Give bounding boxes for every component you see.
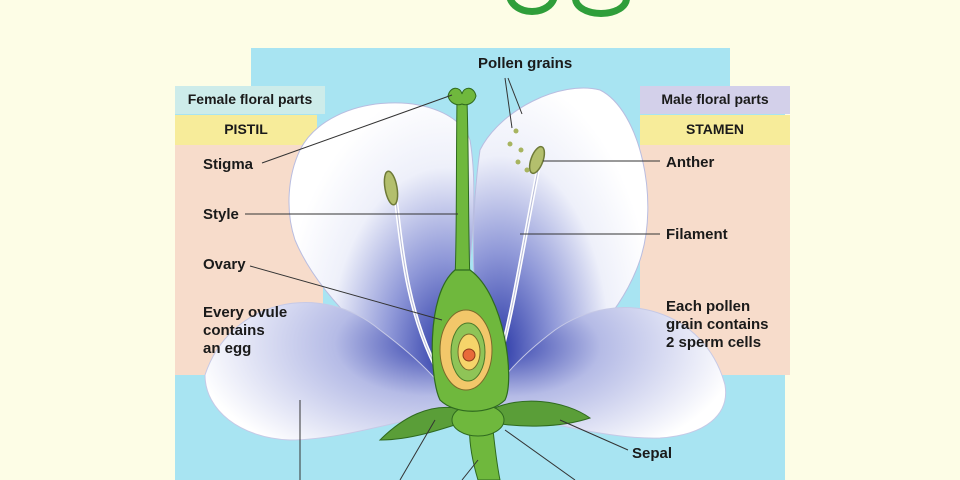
egg-cell bbox=[462, 348, 476, 362]
style bbox=[454, 99, 471, 281]
corner-white bbox=[175, 48, 251, 86]
corner-white bbox=[730, 48, 785, 86]
pollen-grains-label: Pollen grains bbox=[478, 55, 573, 72]
filament-label: Filament bbox=[666, 226, 728, 243]
ovule-note-line: an egg bbox=[203, 340, 252, 357]
pollen-note-line: Each pollen bbox=[666, 298, 751, 315]
leader-sepal bbox=[559, 419, 629, 451]
pollen-note-line: 2 sperm cells bbox=[666, 334, 762, 351]
male-header: Male floral parts bbox=[640, 86, 790, 114]
anther-right bbox=[528, 145, 546, 175]
pollen-note: Each pollen grain contains 2 sperm cells bbox=[666, 298, 769, 352]
leader-pollen-2 bbox=[507, 77, 523, 115]
pollen-grain bbox=[507, 141, 513, 147]
pollen-grain bbox=[515, 159, 521, 165]
female-header: Female floral parts bbox=[175, 86, 325, 114]
anther-label: Anther bbox=[666, 154, 715, 171]
stamen-header: STAMEN bbox=[640, 115, 790, 145]
style-label: Style bbox=[203, 206, 239, 223]
leader-bottom-3 bbox=[461, 459, 479, 480]
leader-ovary bbox=[249, 265, 443, 321]
pistil-header: PISTIL bbox=[175, 115, 317, 145]
pollen-note-line: grain contains bbox=[666, 316, 769, 333]
filament-left-edge bbox=[394, 189, 441, 376]
stigma bbox=[447, 87, 477, 106]
pollen-grain bbox=[524, 167, 530, 173]
leader-bottom-2 bbox=[399, 419, 436, 480]
ovule-note: Every ovule contains an egg bbox=[203, 304, 287, 358]
sepal-left bbox=[378, 406, 471, 441]
stigma-label: Stigma bbox=[203, 156, 254, 173]
sepal-right bbox=[487, 400, 592, 427]
ovule-note-line: Every ovule bbox=[203, 304, 288, 321]
sepal-label: Sepal bbox=[632, 445, 673, 462]
anther-left bbox=[383, 170, 399, 206]
leader-stigma bbox=[261, 94, 453, 164]
ovule-note-line: contains bbox=[203, 322, 265, 339]
pollen-grain bbox=[518, 147, 524, 153]
pollen-grain bbox=[513, 128, 519, 134]
leader-pollen-1 bbox=[504, 77, 513, 129]
leader-bottom-4 bbox=[504, 429, 576, 480]
ovary-label: Ovary bbox=[203, 256, 246, 273]
